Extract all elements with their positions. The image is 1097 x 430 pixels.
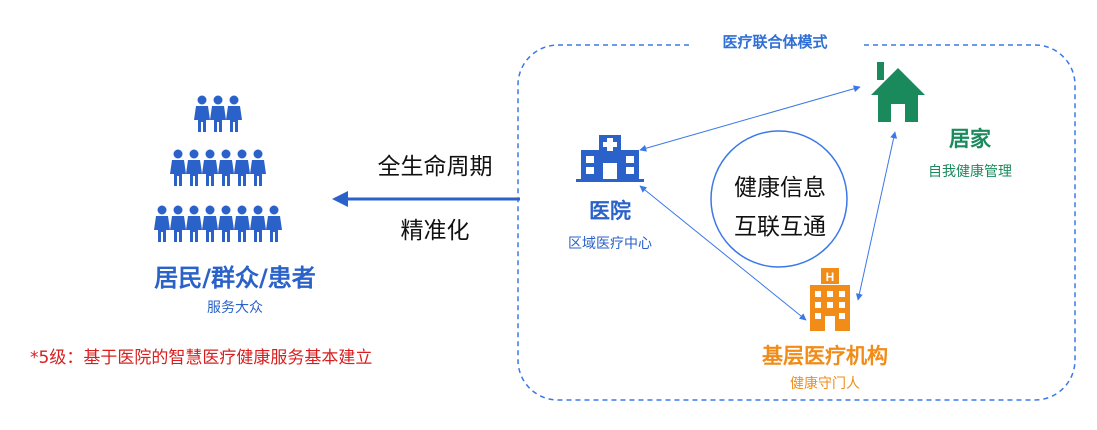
link-hospital-clinic [639, 185, 807, 321]
link-hospital-home [639, 85, 861, 152]
primary-care-subtitle: 健康守门人 [790, 376, 860, 392]
home-title: 居家 [949, 127, 991, 151]
home-subtitle: 自我健康管理 [928, 164, 1012, 180]
people-subtitle: 服务大众 [207, 300, 263, 316]
hospital-subtitle: 区域医疗中心 [568, 236, 652, 252]
hospital-title: 医院 [589, 199, 631, 223]
svg-text:H: H [826, 270, 835, 284]
arrow-label-bottom: 精准化 [400, 218, 470, 244]
hospital-icon [576, 135, 644, 182]
main-arrow [332, 191, 520, 207]
center-label-line2: 互联互通 [734, 214, 826, 240]
center-label-line1: 健康信息 [734, 175, 826, 201]
footnote: *5级：基于医院的智慧医疗健康服务基本建立 [30, 348, 373, 368]
people-group-icon [154, 95, 282, 242]
primary-care-title: 基层医疗机构 [762, 344, 888, 368]
people-title: 居民/群众/患者 [154, 264, 316, 292]
link-home-clinic [855, 131, 898, 301]
clinic-building-icon: H [810, 268, 850, 331]
home-icon [871, 62, 925, 122]
arrow-label-top: 全生命周期 [377, 154, 493, 180]
alliance-title: 医疗联合体模式 [690, 31, 860, 52]
